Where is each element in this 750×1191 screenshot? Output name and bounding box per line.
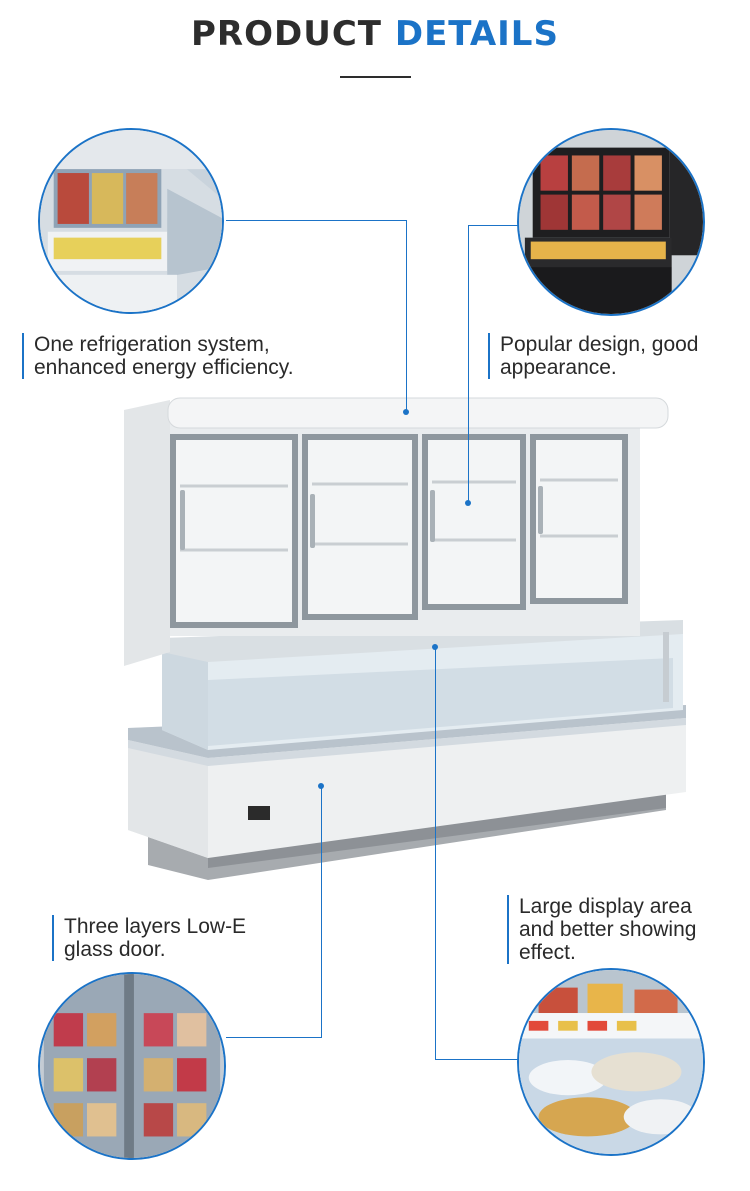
caption-line: Popular design, good bbox=[500, 333, 699, 356]
feature-caption-display-area: Large display area and better showing ef… bbox=[507, 895, 696, 964]
callout-dot-glass-door bbox=[318, 783, 324, 789]
callout-line-refrigeration bbox=[226, 220, 406, 221]
title-primary: PRODUCT bbox=[191, 14, 382, 54]
caption-line: Large display area bbox=[519, 895, 692, 918]
callout-line-refrigeration bbox=[406, 220, 407, 412]
feature-caption-glass-door: Three layers Low-E glass door. bbox=[52, 915, 246, 961]
product-freezer-illustration bbox=[124, 397, 686, 880]
caption-line: enhanced energy efficiency. bbox=[34, 356, 294, 379]
caption-line: effect. bbox=[519, 941, 576, 964]
title-underline bbox=[340, 76, 411, 78]
page-title: PRODUCT DETAILS bbox=[0, 14, 750, 54]
caption-line: Three layers Low-E bbox=[64, 915, 247, 938]
feature-image-glass-doors bbox=[38, 972, 226, 1160]
feature-caption-refrigeration: One refrigeration system, enhanced energ… bbox=[22, 333, 294, 379]
caption-line: glass door. bbox=[64, 938, 166, 961]
title-accent: DETAILS bbox=[394, 14, 559, 54]
callout-line-glass-door bbox=[321, 787, 322, 1037]
callout-line-design bbox=[468, 225, 469, 503]
callout-dot-display-area bbox=[432, 644, 438, 650]
callout-line-display-area bbox=[435, 1059, 518, 1060]
feature-image-store-aisle bbox=[38, 128, 224, 314]
feature-image-dark-cabinet bbox=[517, 128, 705, 316]
callout-dot-design bbox=[465, 500, 471, 506]
caption-line: One refrigeration system, bbox=[34, 333, 270, 356]
callout-line-glass-door bbox=[226, 1037, 322, 1038]
caption-line: appearance. bbox=[500, 356, 617, 379]
callout-line-design bbox=[468, 225, 518, 226]
callout-line-display-area bbox=[435, 648, 436, 1059]
caption-line: and better showing bbox=[519, 918, 697, 941]
feature-caption-design: Popular design, good appearance. bbox=[488, 333, 699, 379]
feature-image-display-products bbox=[517, 968, 705, 1156]
callout-dot-refrigeration bbox=[403, 409, 409, 415]
